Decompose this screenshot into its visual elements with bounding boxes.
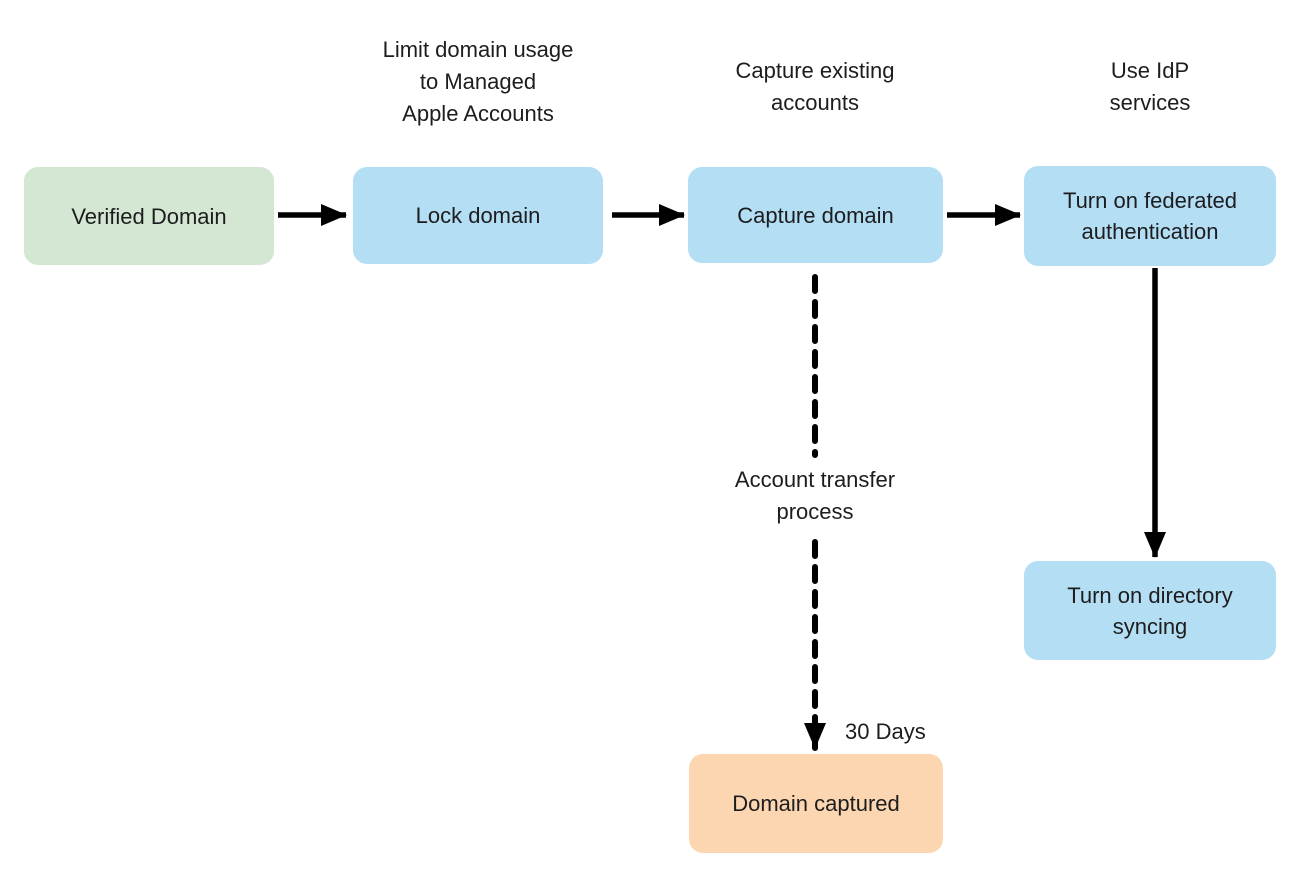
node-turn-on-federated-authentication: Turn on federated authentication: [1024, 166, 1276, 266]
node-turn-on-directory-syncing: Turn on directory syncing: [1024, 561, 1276, 660]
note-line: Capture existing: [735, 58, 895, 83]
note-line: to Managed: [419, 69, 537, 94]
note-line: Limit domain usage: [382, 37, 574, 62]
node-label: Turn on directory syncing: [1067, 582, 1233, 639]
note-capture-existing-accounts: Capture existing accounts: [655, 55, 975, 119]
note-line: process: [776, 499, 854, 524]
note-line: Use IdP: [1110, 58, 1190, 83]
node-capture-domain: Capture domain: [688, 167, 943, 263]
note-limit-domain-usage: Limit domain usage to Managed Apple Acco…: [318, 34, 638, 130]
note-line: Apple Accounts: [402, 101, 554, 126]
note-use-idp-services: Use IdP services: [1030, 55, 1270, 119]
note-line: accounts: [770, 90, 860, 115]
note-line: 30 Days: [845, 719, 926, 744]
node-label: Capture domain: [737, 202, 894, 228]
node-domain-captured: Domain captured: [689, 754, 943, 853]
node-label: Domain captured: [732, 791, 900, 816]
node-lock-domain: Lock domain: [353, 167, 603, 264]
note-line: services: [1109, 90, 1191, 115]
node-label: Turn on federated authentication: [1062, 188, 1238, 244]
node-verified-domain: Verified Domain: [24, 167, 274, 265]
note-account-transfer-process: Account transfer process: [655, 464, 975, 528]
note-30-days: 30 Days: [845, 716, 985, 748]
note-line: Account transfer: [734, 467, 896, 492]
node-label: Verified Domain: [71, 203, 227, 229]
node-label: Lock domain: [415, 203, 541, 228]
